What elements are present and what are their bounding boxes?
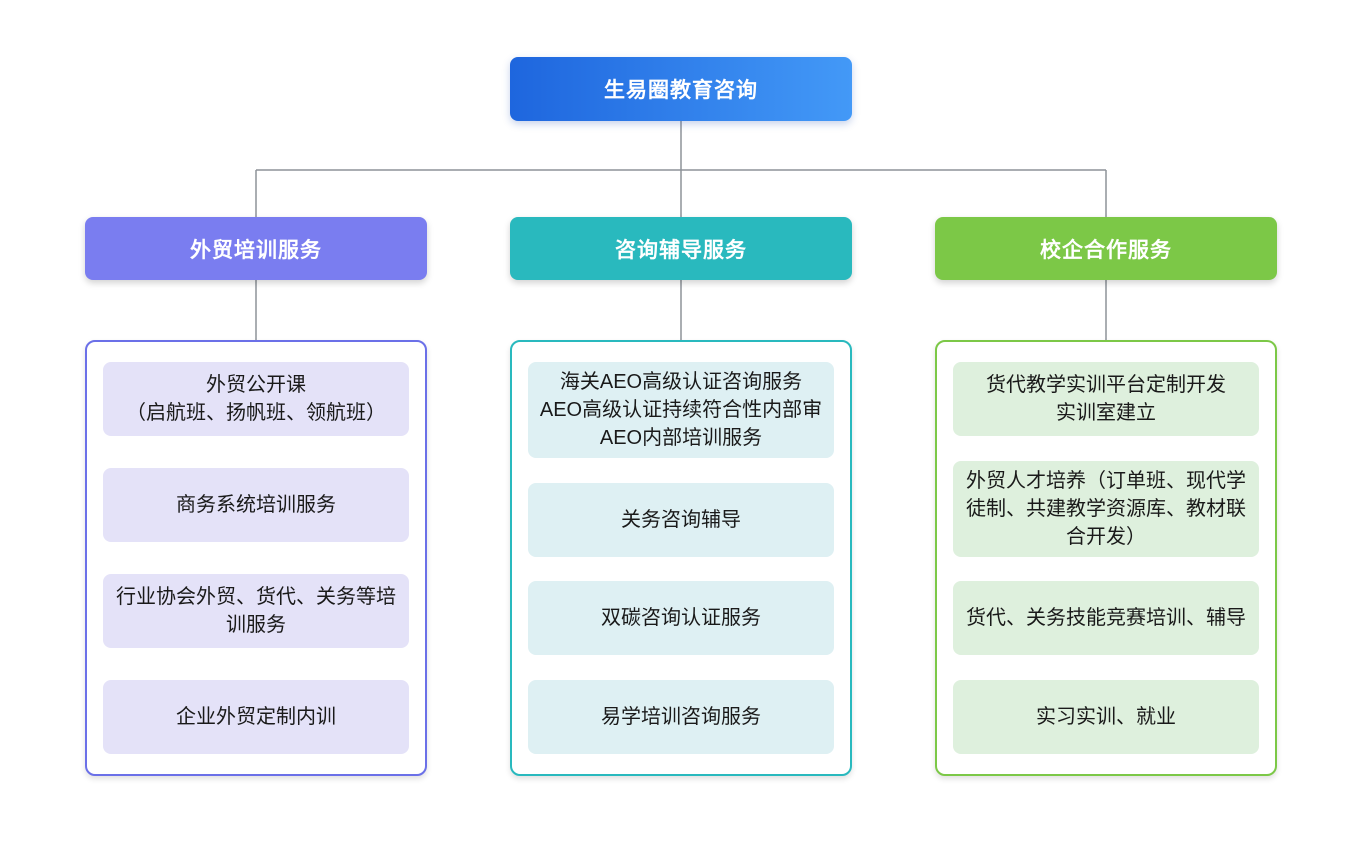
service-item: 外贸公开课 （启航班、扬帆班、领航班） (103, 362, 409, 436)
branch-header-consulting-coaching: 咨询辅导服务 (510, 217, 852, 280)
branch-header-label: 校企合作服务 (1040, 238, 1172, 262)
service-item: 货代教学实训平台定制开发 实训室建立 (953, 362, 1259, 436)
service-item: 实习实训、就业 (953, 679, 1259, 754)
service-item: 行业协会外贸、货代、关务等培训服务 (103, 574, 409, 648)
branch-container-school-enterprise: 货代教学实训平台定制开发 实训室建立 外贸人才培养（订单班、现代学徒制、共建教学… (935, 340, 1277, 776)
root-node-label: 生易圈教育咨询 (604, 79, 758, 102)
service-item: 易学培训咨询服务 (528, 679, 834, 754)
service-item: 企业外贸定制内训 (103, 680, 409, 754)
root-node: 生易圈教育咨询 (510, 57, 852, 121)
branch-header-foreign-trade-training: 外贸培训服务 (85, 217, 427, 280)
service-item: 双碳咨询认证服务 (528, 581, 834, 656)
service-item: 商务系统培训服务 (103, 468, 409, 542)
branch-container-consulting-coaching: 海关AEO高级认证咨询服务 AEO高级认证持续符合性内部审 AEO内部培训服务 … (510, 340, 852, 776)
branch-header-school-enterprise: 校企合作服务 (935, 217, 1277, 280)
service-item: 关务咨询辅导 (528, 482, 834, 557)
service-item: 外贸人才培养（订单班、现代学徒制、共建教学资源库、教材联合开发） (953, 460, 1259, 557)
branch-container-foreign-trade-training: 外贸公开课 （启航班、扬帆班、领航班） 商务系统培训服务 行业协会外贸、货代、关… (85, 340, 427, 776)
branch-header-label: 咨询辅导服务 (615, 238, 747, 262)
service-item: 海关AEO高级认证咨询服务 AEO高级认证持续符合性内部审 AEO内部培训服务 (528, 362, 834, 458)
branch-header-label: 外贸培训服务 (190, 238, 322, 262)
service-item: 货代、关务技能竞赛培训、辅导 (953, 581, 1259, 656)
